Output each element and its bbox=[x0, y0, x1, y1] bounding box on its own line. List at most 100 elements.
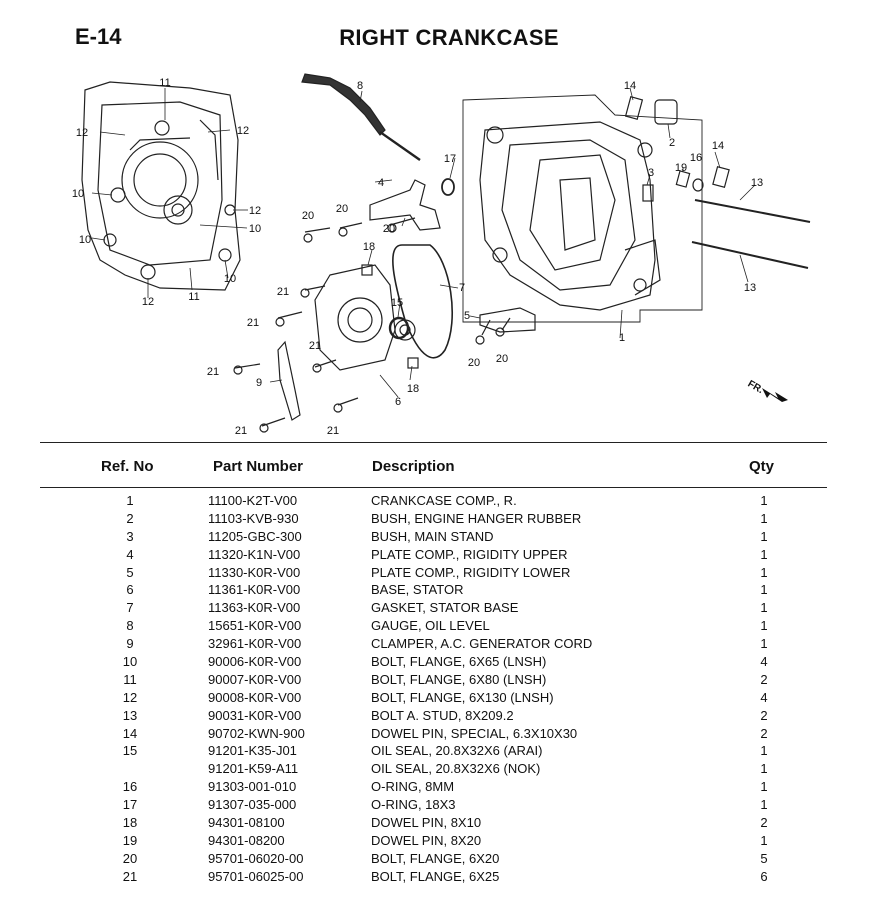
description-cell: BOLT, FLANGE, 6X25 bbox=[371, 868, 500, 884]
dowel-pin bbox=[624, 96, 644, 120]
callout-1: 1 bbox=[619, 332, 625, 344]
oil-level-gauge bbox=[301, 73, 421, 161]
callout-18-b: 18 bbox=[407, 383, 419, 395]
callout-21-c: 21 bbox=[309, 340, 321, 352]
flange-bolts bbox=[233, 217, 511, 433]
callout-10-d: 10 bbox=[224, 273, 236, 285]
part-number-cell: 11320-K1N-V00 bbox=[208, 546, 301, 562]
crankcase-left-view bbox=[81, 81, 241, 291]
ref-cell: 21 bbox=[122, 868, 138, 884]
qty-cell: 1 bbox=[760, 618, 768, 634]
qty-cell: 1 bbox=[760, 600, 768, 616]
ref-cell: 13 bbox=[122, 707, 138, 723]
ref-cell: 4 bbox=[126, 546, 134, 562]
callout-20-e: 20 bbox=[496, 353, 508, 365]
column-header-part-number: Part Number bbox=[213, 458, 304, 475]
part-number-cell: 91201-K35-J01 bbox=[208, 743, 297, 759]
column-header-qty: Qty bbox=[749, 458, 775, 475]
main-stand-bush bbox=[642, 184, 654, 202]
ref-cell: 8 bbox=[126, 618, 134, 634]
callout-12-d: 12 bbox=[142, 296, 154, 308]
part-number-cell: 11330-K0R-V00 bbox=[208, 564, 301, 580]
description-cell: BUSH, MAIN STAND bbox=[371, 528, 494, 544]
description-cell: OIL SEAL, 20.8X32X6 (ARAI) bbox=[371, 743, 543, 759]
qty-cell: 6 bbox=[760, 868, 768, 884]
part-number-cell: 11100-K2T-V00 bbox=[208, 493, 298, 508]
ref-cell: 16 bbox=[122, 779, 138, 795]
callout-12-b: 12 bbox=[237, 125, 249, 137]
callout-7: 7 bbox=[459, 282, 465, 294]
ref-cell: 6 bbox=[126, 582, 134, 598]
qty-cell: 1 bbox=[760, 743, 768, 759]
callout-21-b: 21 bbox=[247, 317, 259, 329]
o-ring-17 bbox=[441, 178, 455, 196]
table-row: 19 94301-08200 DOWEL PIN, 8X20 1 bbox=[0, 832, 878, 850]
front-direction-label: FR. bbox=[746, 379, 766, 397]
description-cell: PLATE COMP., RIGIDITY UPPER bbox=[371, 546, 568, 562]
table-top-rule bbox=[40, 442, 827, 443]
description-cell: GAUGE, OIL LEVEL bbox=[371, 618, 490, 634]
callout-6: 6 bbox=[395, 396, 401, 408]
table-row: 15 91201-K35-J01 OIL SEAL, 20.8X32X6 (ARAI… bbox=[0, 742, 878, 760]
description-cell: BOLT, FLANGE, 6X80 (LNSH) bbox=[371, 671, 547, 687]
dowel-pin-18-b bbox=[407, 357, 419, 369]
callout-12-a: 12 bbox=[76, 127, 88, 139]
description-cell: O-RING, 8MM bbox=[371, 779, 455, 795]
qty-cell: 1 bbox=[760, 528, 768, 544]
qty-cell: 1 bbox=[760, 832, 768, 848]
stator-gasket bbox=[392, 244, 453, 359]
callout-13-b: 13 bbox=[744, 282, 756, 294]
callout-3: 3 bbox=[648, 167, 654, 179]
ref-cell: 19 bbox=[122, 832, 138, 848]
dowel-pin-18-a bbox=[361, 264, 373, 276]
dowel-pin-14 bbox=[712, 166, 730, 188]
qty-cell: 4 bbox=[760, 654, 768, 670]
ref-cell: 5 bbox=[126, 564, 134, 580]
rigidity-plate-lower bbox=[479, 307, 536, 333]
ref-cell: 15 bbox=[122, 743, 138, 759]
ref-cell: 12 bbox=[122, 689, 138, 705]
description-cell: CLAMPER, A.C. GENERATOR CORD bbox=[371, 636, 593, 652]
callout-20-a: 20 bbox=[302, 210, 314, 222]
description-cell: PLATE COMP., RIGIDITY LOWER bbox=[371, 564, 571, 580]
part-number-cell: 90031-K0R-V00 bbox=[208, 707, 302, 723]
qty-cell: 5 bbox=[760, 850, 768, 866]
ref-cell: 14 bbox=[122, 725, 138, 741]
callout-20-d: 20 bbox=[468, 357, 480, 369]
table-row: 4 11320-K1N-V00 PLATE COMP., RIGIDITY UPPE… bbox=[0, 546, 878, 564]
callout-20-c: 20 bbox=[383, 223, 395, 235]
column-header-ref: Ref. No bbox=[101, 458, 154, 475]
callout-16: 16 bbox=[690, 152, 702, 164]
description-cell: DOWEL PIN, 8X20 bbox=[371, 832, 482, 848]
qty-cell: 1 bbox=[760, 636, 768, 652]
part-number-cell: 94301-08200 bbox=[208, 832, 285, 848]
qty-cell: 2 bbox=[760, 707, 768, 723]
part-number-cell: 11205-GBC-300 bbox=[208, 528, 302, 544]
part-number-cell: 90006-K0R-V00 bbox=[208, 654, 302, 670]
part-number-cell: 32961-K0R-V00 bbox=[208, 636, 302, 652]
part-number-cell: 95701-06025-00 bbox=[208, 868, 304, 884]
part-number-cell: 94301-08100 bbox=[208, 815, 285, 831]
callout-17: 17 bbox=[444, 153, 456, 165]
qty-cell: 1 bbox=[760, 564, 768, 580]
callout-21-a: 21 bbox=[277, 286, 289, 298]
callout-8: 8 bbox=[357, 80, 363, 92]
callout-20-b: 20 bbox=[336, 203, 348, 215]
oil-seal bbox=[388, 316, 410, 340]
ref-cell: 3 bbox=[126, 528, 134, 544]
ref-cell: 7 bbox=[126, 600, 134, 616]
callout-labels: 11 12 12 10 12 10 10 12 11 10 8 14 2 17 … bbox=[72, 77, 763, 437]
stud-bolts bbox=[691, 199, 811, 269]
description-cell: O-RING, 18X3 bbox=[371, 797, 456, 813]
description-cell: BUSH, ENGINE HANGER RUBBER bbox=[371, 510, 582, 526]
generator-cord-clamper bbox=[277, 340, 301, 421]
